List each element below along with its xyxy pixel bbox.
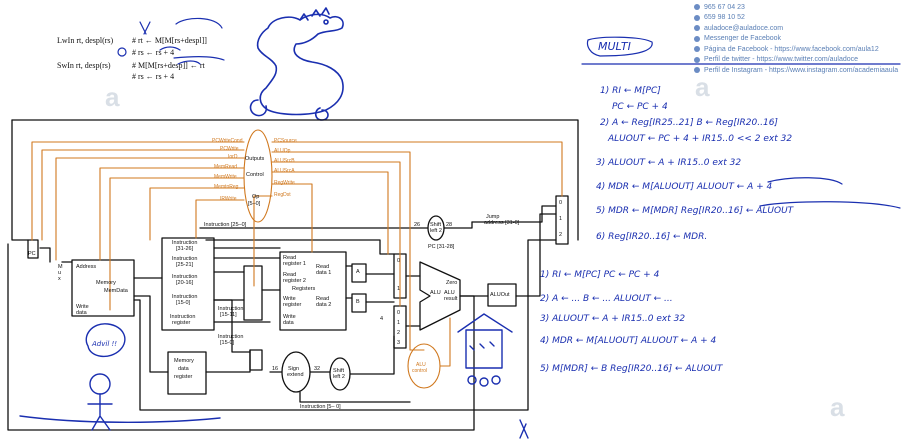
mdr-label-2: data	[178, 366, 189, 372]
signal-alusrcb: ALUSrcB	[274, 158, 295, 164]
bits-28: 28	[446, 222, 452, 228]
note-step: 6) Reg[IR20..16] ← MDR.	[596, 232, 707, 242]
signal-pcwrite: PCWrite	[220, 146, 239, 152]
signal-irwrite: IRWrite	[220, 196, 236, 202]
memory-title: Memory	[96, 280, 116, 286]
aluout-register: ALUOut	[490, 292, 510, 298]
alu-result-b: result	[444, 296, 457, 302]
pc-register: PC	[28, 251, 36, 257]
mux-label: M u x	[58, 264, 62, 282]
dinosaur-doodle	[251, 8, 344, 120]
mux-pc-1: 1	[559, 216, 562, 222]
mux-b-0: 0	[397, 310, 400, 316]
bits-16: 16	[272, 366, 278, 372]
instr-5-0: Instruction [5– 0]	[300, 404, 341, 410]
note-step: 3) ALUOUT ← A + IR15..0 ext 32	[596, 158, 741, 168]
reg-write-data-b: data	[283, 320, 294, 326]
signal-iord: IorD	[228, 154, 237, 160]
reg-read-reg-1b: register 1	[283, 261, 306, 267]
instr-25-21-bits: [25-21]	[176, 262, 193, 268]
control-outputs-label: Outputs	[245, 156, 264, 162]
signal-pcsource: PCSource	[274, 138, 297, 144]
mux-pc-2: 2	[559, 232, 562, 238]
mux-b-1: 1	[397, 320, 400, 326]
note-step: 4) MDR ← M[ALUOUT] ALUOUT ← A + 4	[596, 182, 772, 192]
register-a: A	[356, 269, 360, 275]
bits-32: 32	[314, 366, 320, 372]
reg-read-data-1b: data 1	[316, 270, 331, 276]
signal-memtoreg: MemtoReg	[214, 184, 238, 190]
note-step: ALUOUT ← PC + 4 + IR15..0 << 2 ext 32	[608, 134, 792, 144]
instr-15-0-b-bits: [15-0]	[220, 340, 234, 346]
mux-pc-0: 0	[559, 200, 562, 206]
bits-26: 26	[414, 222, 420, 228]
reg-read-reg-2b: register 2	[283, 278, 306, 284]
note-bottom-step: 1) RI ← M[PC] PC ← PC + 4	[540, 270, 659, 280]
note-bottom-step: 5) M[MDR] ← B Reg[IR20..16] ← ALUOUT	[540, 364, 722, 374]
alu-control-b: control	[412, 368, 427, 374]
memory-memdata: MemData	[104, 288, 128, 294]
reg-write-register-b: register	[283, 302, 301, 308]
mux-a-1: 1	[397, 286, 400, 292]
instr-register-2: register	[172, 320, 190, 326]
shift-left-bottom-b: left 2	[333, 374, 345, 380]
sign-extend-b: extend	[287, 372, 304, 378]
signal-aluop: ALUOp	[274, 148, 290, 154]
advil-doodle: Advil !!	[92, 340, 117, 348]
instr-31-26-bits: [31-26]	[176, 246, 193, 252]
signal-alusrca: ALUSrcA	[274, 168, 295, 174]
control-title: Control	[246, 172, 264, 178]
memory-address: Address	[76, 264, 96, 270]
instr-20-16-bits: [20-16]	[176, 280, 193, 286]
control-op-bits: [5–0]	[248, 201, 260, 207]
signal-regwrite: RegWrite	[274, 180, 295, 186]
control-op-label: Op	[252, 194, 259, 200]
signal-regdst: RegDst	[274, 192, 291, 198]
pc-31-28: PC [31-28]	[428, 244, 454, 250]
constant-four: 4	[380, 316, 383, 322]
mux-b-2: 2	[397, 330, 400, 336]
note-bottom-step: 4) MDR ← M[ALUOUT] ALUOUT ← A + 4	[540, 336, 716, 346]
mdr-label: Memory	[174, 358, 194, 364]
note-bottom-step: 3) ALUOUT ← A + IR15..0 ext 32	[540, 314, 685, 324]
instr-15-0-bits: [15-0]	[176, 300, 190, 306]
note-bottom-step: 2) A ← ... B ← ... ALUOUT ← ...	[540, 294, 673, 304]
instr-15-11-bits: [15-11]	[220, 312, 237, 318]
instr-25-0: Instruction [25–0]	[204, 222, 246, 228]
mux-a-0: 0	[397, 258, 400, 264]
signal-memread: MemRead	[214, 164, 237, 170]
signal-memwrite: MemWrite	[214, 174, 237, 180]
signal-pcwritecond: PCWriteCond	[212, 138, 242, 144]
note-step: 1) RI ← M[PC]	[600, 86, 661, 96]
alu-zero: Zero	[446, 280, 457, 286]
alu-label: ALU	[430, 290, 441, 296]
register-b: B	[356, 299, 360, 305]
mdr-label-3: register	[174, 374, 192, 380]
shift-left-top-b: left 2	[430, 228, 442, 234]
jump-address-bits: address [31-0]	[484, 220, 519, 226]
note-step: 5) MDR ← M[MDR] Reg[IR20..16] ← ALUOUT	[596, 206, 793, 216]
notes-title: MULTI	[598, 40, 631, 53]
reg-read-data-2b: data 2	[316, 302, 331, 308]
registers-title: Registers	[292, 286, 315, 292]
note-step: PC ← PC + 4	[612, 102, 668, 112]
mux-b-3: 3	[397, 340, 400, 346]
memory-write-data: data	[76, 310, 87, 316]
note-step: 2) A ← Reg[IR25..21] B ← Reg[IR20..16]	[600, 118, 778, 128]
